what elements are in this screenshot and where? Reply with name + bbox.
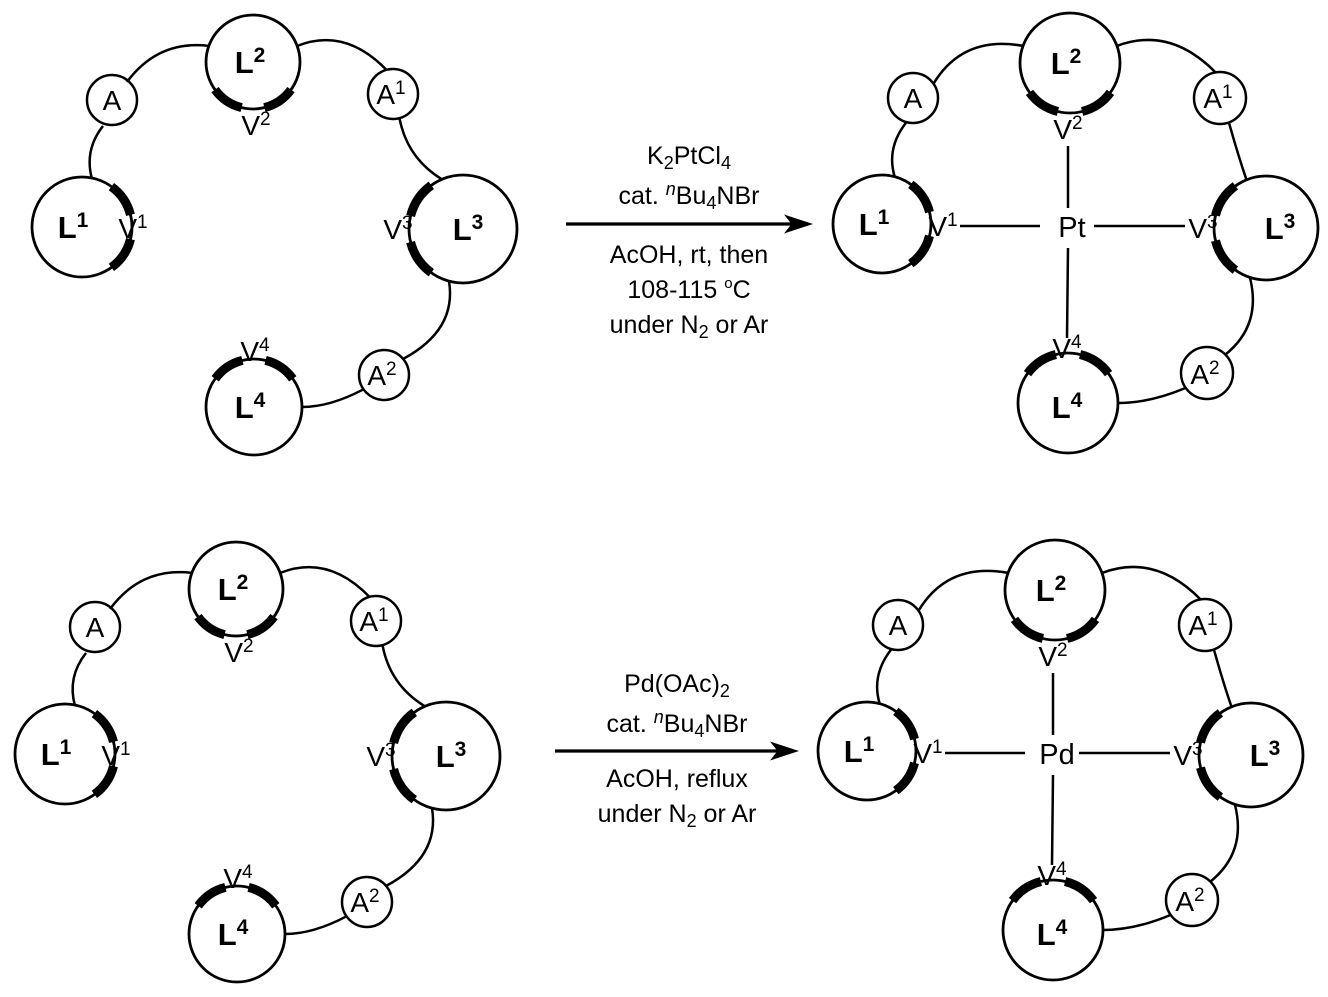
metal-label-pt: Pt	[1058, 212, 1085, 244]
n-superscript: n	[653, 707, 664, 727]
n-superscript: n	[665, 179, 676, 199]
conditions-above-arrow-1: K2PtCl4 cat. nBu4NBr	[544, 136, 834, 216]
subscript: 4	[694, 721, 705, 741]
temperature-line: 108-115 oC	[627, 275, 751, 304]
degree-superscript: o	[724, 275, 733, 292]
reagent-line: Pd(OAc)2	[624, 670, 730, 701]
solvent-line: AcOH, rt, then	[609, 241, 769, 269]
reactant-structure-2	[15, 542, 500, 982]
reaction-arrow-bottom	[555, 741, 799, 761]
conditions-below-arrow-2: AcOH, reflux under N2 or Ar	[532, 762, 822, 832]
catalyst-line: cat. nBu4NBr	[606, 707, 748, 741]
metal-label-pd: Pd	[1039, 739, 1074, 771]
reaction-arrow-top	[566, 214, 813, 234]
atmosphere-line: under N2 or Ar	[597, 800, 757, 831]
reactant-structure-1	[32, 15, 517, 455]
subscript: 4	[720, 153, 731, 173]
subscript: 2	[663, 153, 674, 173]
reagent-line: K2PtCl4	[647, 142, 731, 173]
conditions-above-arrow-2: Pd(OAc)2 cat. nBu4NBr	[532, 664, 822, 744]
catalyst-line: cat. nBu4NBr	[618, 179, 760, 213]
arrow-head	[784, 214, 813, 234]
subscript: 4	[706, 193, 717, 213]
conditions-below-arrow-1: AcOH, rt, then 108-115 oC under N2 or Ar	[544, 238, 834, 343]
solvent-line: AcOH, reflux	[606, 765, 748, 793]
subscript: 2	[698, 322, 709, 342]
subscript: 2	[686, 811, 697, 831]
arrow-head	[770, 741, 799, 761]
atmosphere-line: under N2 or Ar	[609, 311, 769, 342]
subscript: 2	[719, 681, 730, 701]
